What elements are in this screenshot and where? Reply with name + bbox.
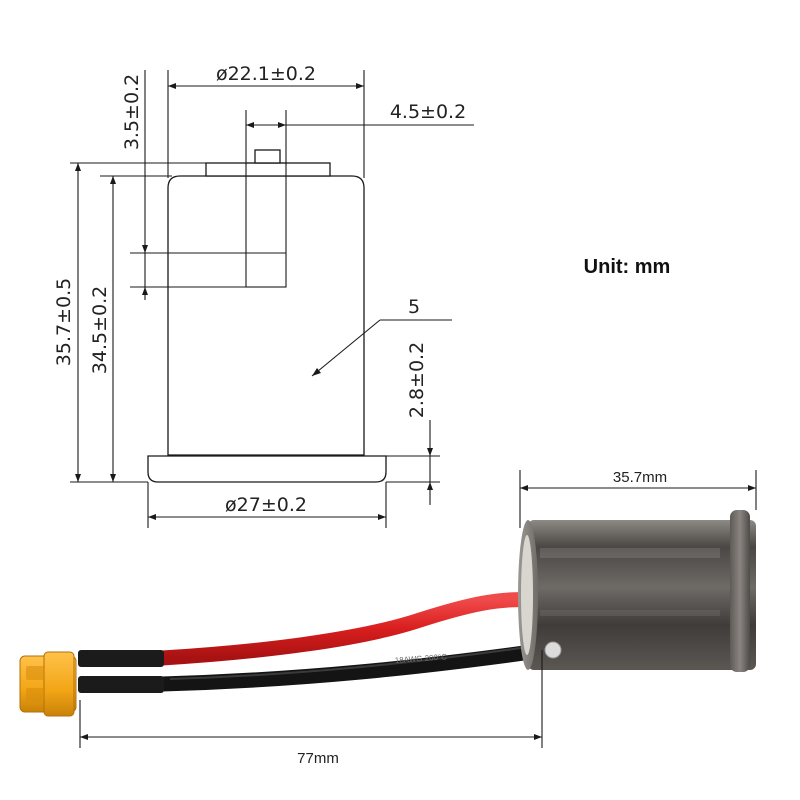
- body-height-label: 34.5±0.2: [89, 286, 111, 374]
- cable-length-label: 77mm: [297, 750, 339, 767]
- unit-label: Unit: mm: [584, 256, 671, 278]
- product-illustration: 35.7mm 18AWG 200°C: [19, 469, 757, 767]
- base-diameter-label: ø27±0.2: [225, 494, 307, 516]
- wire-print: 18AWG 200°C: [395, 652, 448, 665]
- red-wire-sleeve: [78, 650, 164, 667]
- technical-drawing: ø22.1±0.2 4.5±0.2 3.5±0.2 35.7±0.5 34.5±…: [53, 63, 474, 528]
- total-height-label: 35.7±0.5: [53, 278, 75, 366]
- black-wire-sleeve: [78, 676, 164, 693]
- connector: [19, 651, 77, 717]
- length-label: 35.7mm: [613, 469, 667, 486]
- solder-terminal: [544, 641, 562, 659]
- base-flange-outline: [147, 455, 387, 483]
- flange-height-label: 2.8±0.2: [406, 342, 428, 418]
- metal-housing: [518, 510, 756, 672]
- pin-height-label: 3.5±0.2: [121, 74, 143, 150]
- pin-outline: [254, 149, 281, 164]
- black-wire: [154, 640, 568, 692]
- housing-outline: [167, 175, 365, 456]
- pin-width-label: 4.5±0.2: [390, 101, 466, 123]
- top-cap-outline: [205, 162, 331, 177]
- part-callout-label: 5: [408, 296, 420, 318]
- shaft-outline: [245, 162, 287, 288]
- red-wire: [154, 592, 538, 666]
- top-diameter-label: ø22.1±0.2: [216, 63, 316, 85]
